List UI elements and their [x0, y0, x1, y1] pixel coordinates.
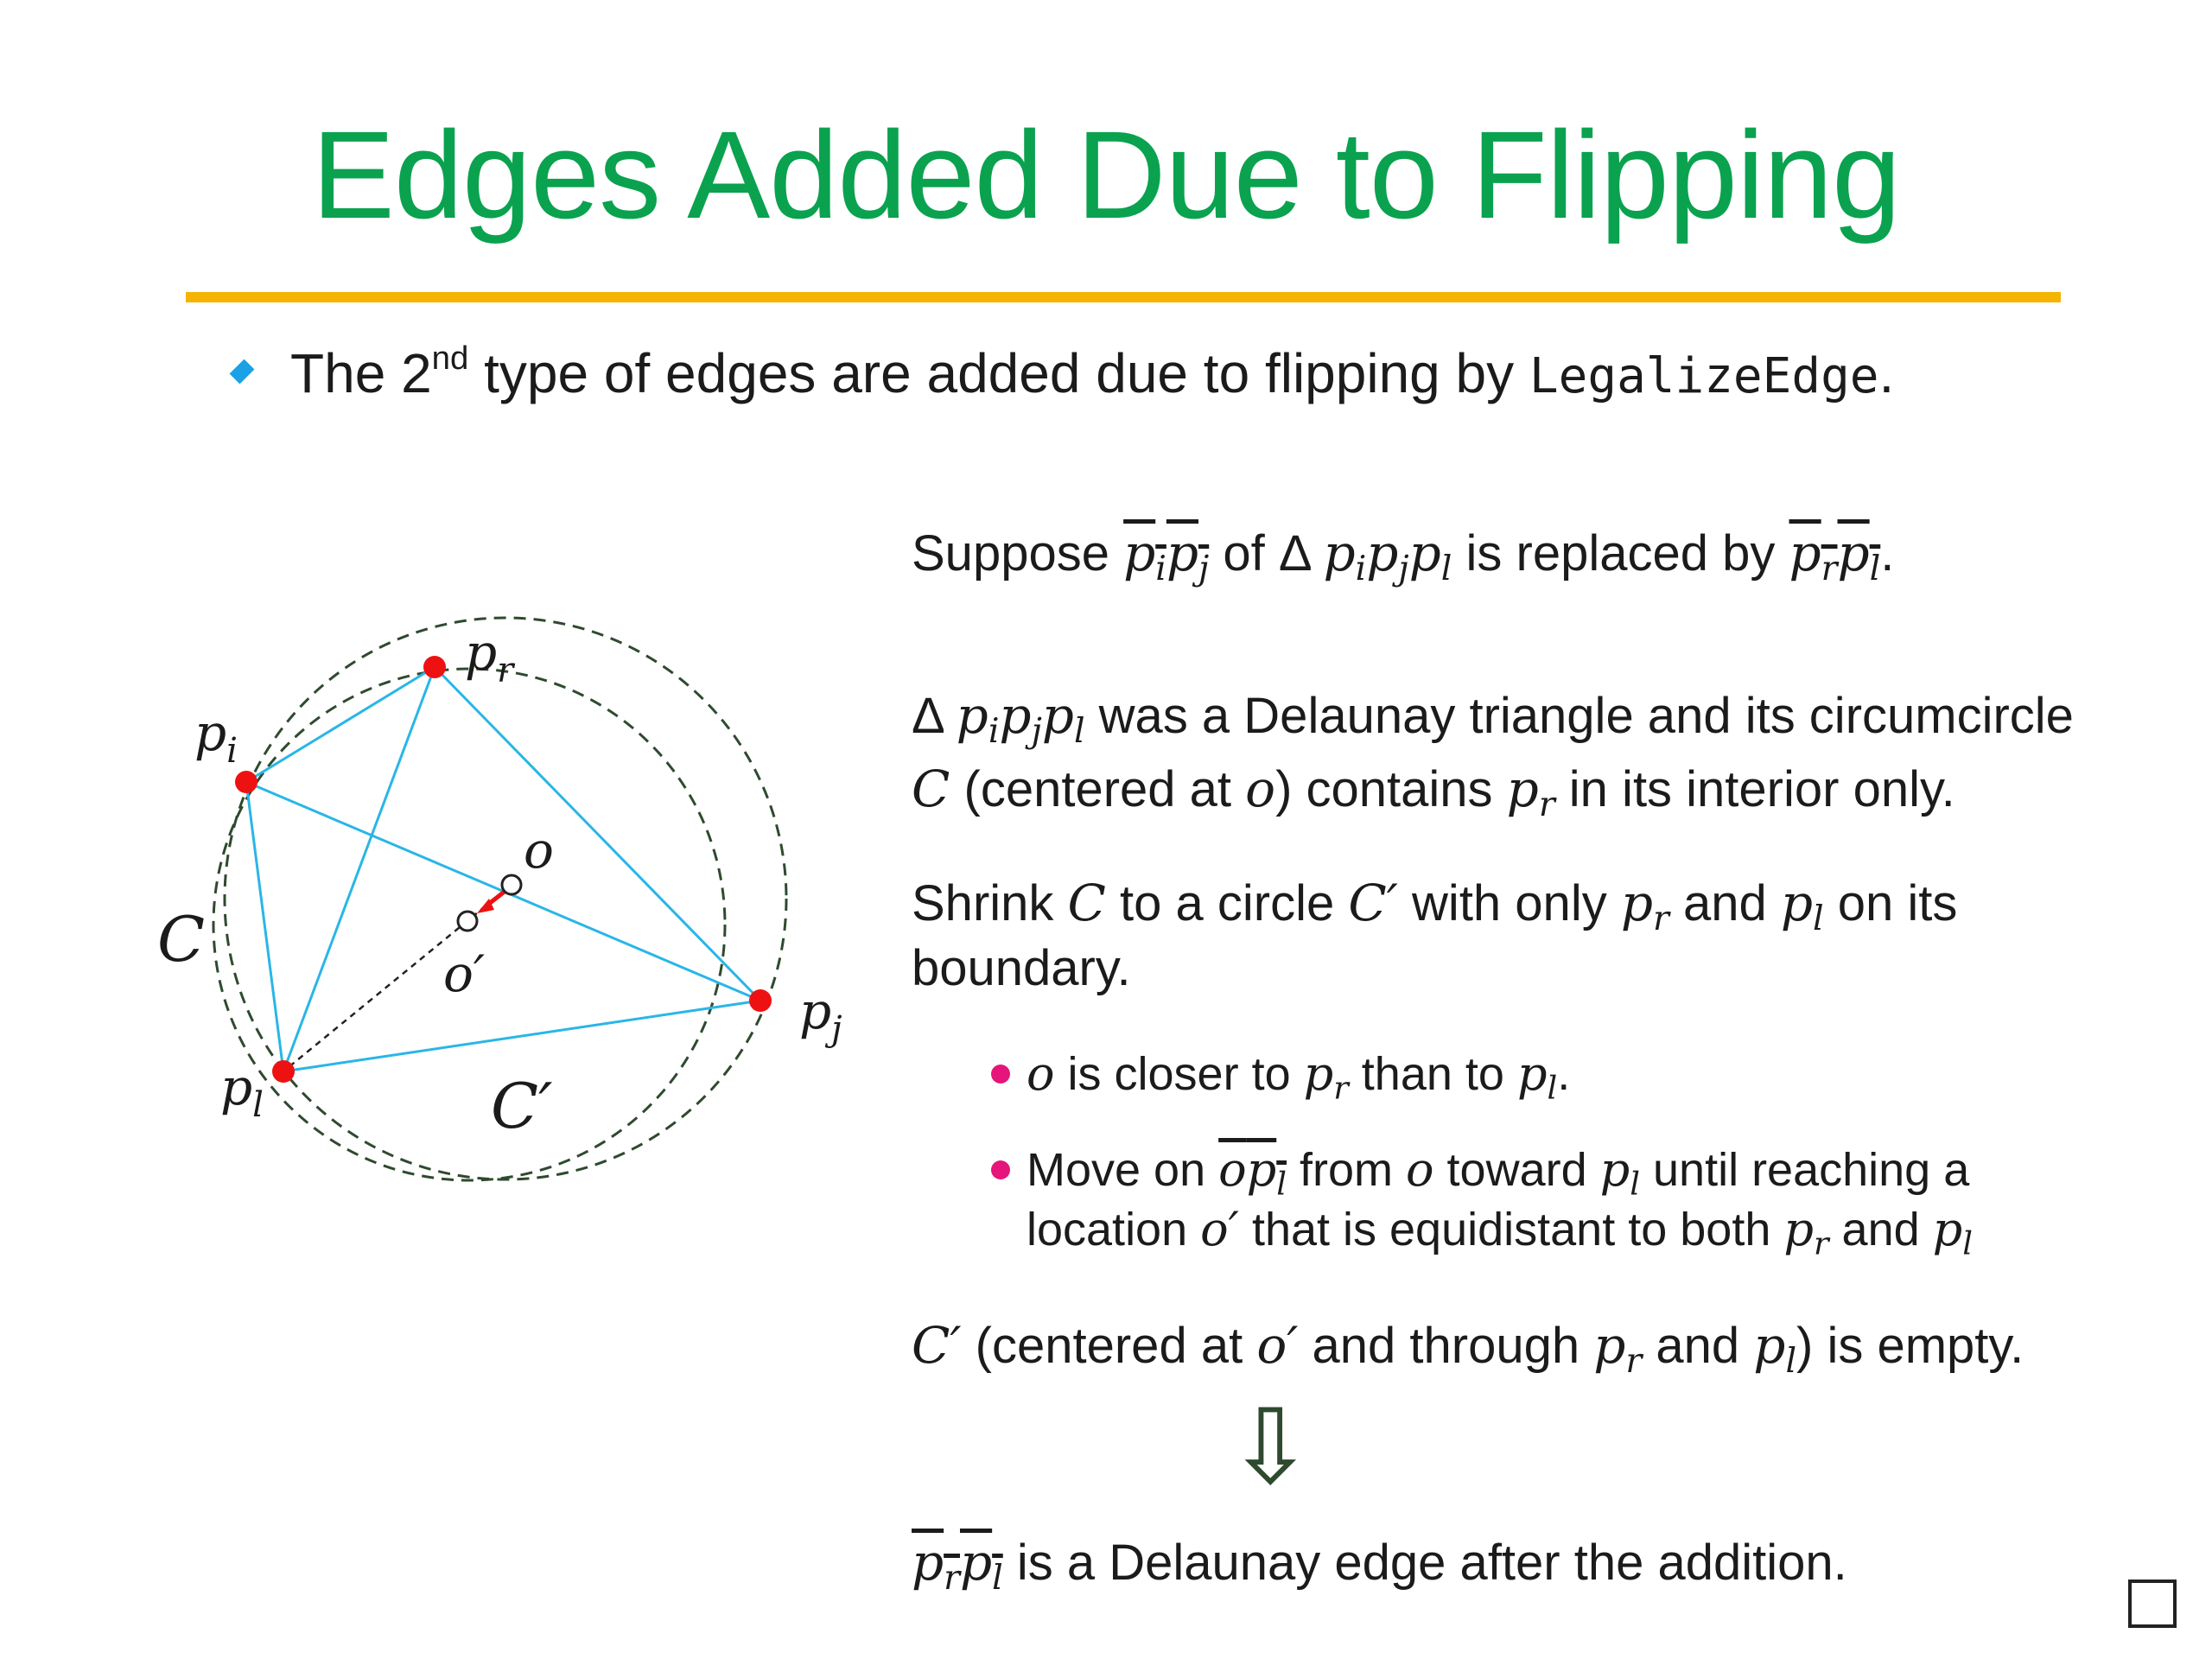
triangle-edges [245, 665, 762, 1073]
edge-pi-pl [245, 781, 285, 1072]
boundary-line: boundary. [912, 940, 1131, 996]
label-C: C [157, 903, 205, 976]
edge-pr-pi [245, 665, 435, 784]
label-o: o [524, 821, 554, 880]
label-pl: pl [220, 1058, 264, 1125]
vertex-pi [235, 771, 257, 793]
edge-pr-pl [282, 666, 436, 1072]
edge-pr-pj [433, 665, 762, 1002]
title-underline [186, 292, 2061, 302]
triangle-expr: pipjpl [1323, 524, 1452, 589]
edge-pr-pl-expr: prpl [1789, 524, 1881, 589]
circle-C [223, 616, 788, 1181]
label-pr: pr [465, 623, 516, 690]
circle-C-prime [212, 667, 727, 1182]
vertex-pl [272, 1060, 295, 1083]
vertex-pj [749, 989, 772, 1012]
main-bullet: The 2nd type of edges are added due to f… [229, 341, 1894, 405]
sub-bullet-move: Move on opl from o toward pl until reach… [1027, 1142, 1970, 1203]
delaunay-triangle-line: Δ pipjpl was a Delaunay triangle and its… [912, 686, 2074, 752]
label-pi: pi [194, 703, 238, 771]
empty-circle-line: C′ (centered at o′ and through pr and pl… [912, 1316, 2024, 1382]
sub-bullet-dot-2 [991, 1160, 1010, 1179]
qed-square-icon [2128, 1580, 2177, 1628]
edge-pl-pj [283, 999, 761, 1073]
sub-bullet-dot-1 [991, 1065, 1010, 1084]
edge-pi-pj-expr: pipj [1123, 524, 1210, 589]
label-o-prime: o′ [443, 944, 485, 1003]
vertex-pr [423, 656, 446, 678]
label-C-prime: C′ [491, 1070, 552, 1142]
circumcircle-line: C (centered at o) contains pr in its int… [912, 760, 1955, 825]
function-name: LegalizeEdge [1529, 348, 1879, 404]
suppose-line: Suppose pipj of Δ pipjpl is replaced by … [912, 524, 1895, 589]
slide-title: Edges Added Due to Flipping [311, 105, 1901, 245]
move-arrow-head [477, 899, 494, 913]
center-o-prime [456, 910, 479, 932]
center-o [500, 874, 523, 896]
sub-bullet-move-cont: location o′ that is equidistant to both … [1027, 1202, 1973, 1262]
shrink-line: Shrink C to a circle C′ with only pr and… [912, 874, 1958, 939]
conclusion-line: prpl is a Delaunay edge after the additi… [912, 1533, 1847, 1599]
sub-bullet-closer: o is closer to pr than to pl. [1027, 1046, 1571, 1107]
label-pj: pj [799, 982, 842, 1049]
implies-arrow-icon: ⇩ [1227, 1389, 1314, 1505]
